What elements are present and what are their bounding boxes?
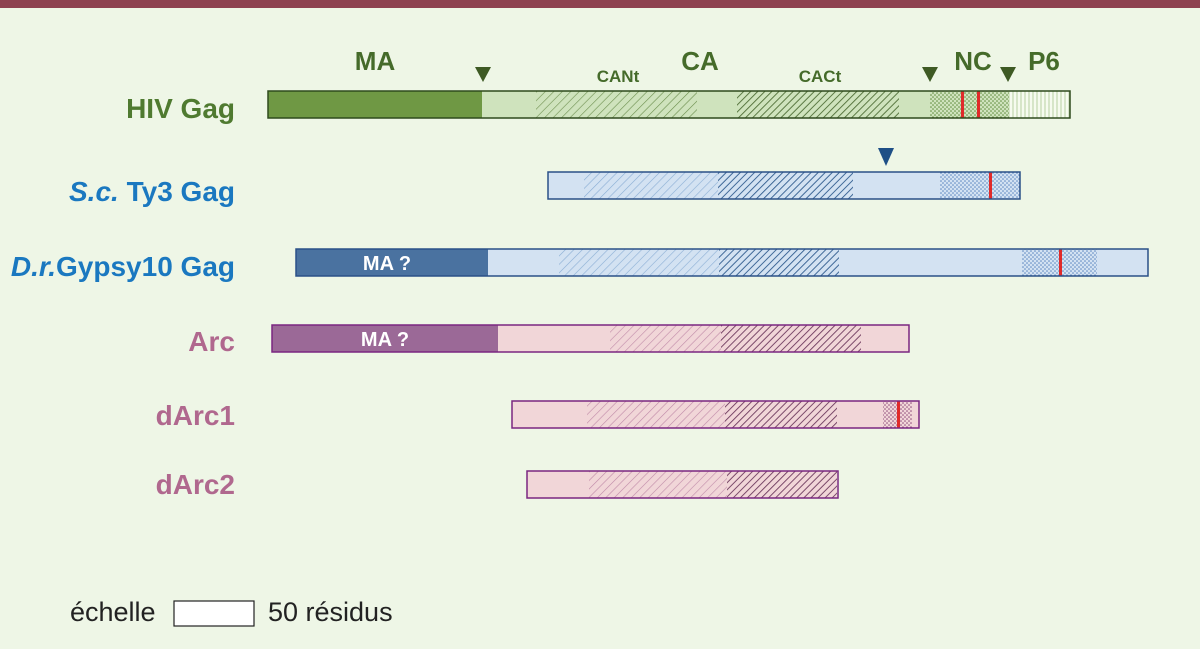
gypsy10-gag-bar: MA ? — [295, 248, 1149, 277]
cleavage-site-arrow — [475, 67, 491, 82]
ty3-gag-bar — [547, 171, 1021, 200]
row-label-darc1: dArc1 — [156, 400, 235, 431]
zinc-knuckle-mark — [1059, 249, 1062, 276]
row-label-gypsy10-gag: D.r.Gypsy10 Gag — [11, 251, 235, 282]
scale-right-label: 50 résidus — [268, 597, 393, 627]
darc1-bar — [511, 400, 920, 429]
arc-bar: MA ? — [271, 324, 910, 353]
arc-ma-label: MA ? — [361, 329, 409, 351]
gypsy10-ma-label: MA ? — [363, 253, 411, 275]
cleavage-site-arrow — [1000, 67, 1016, 82]
cleavage-site-arrow — [878, 148, 894, 166]
hiv-gag-bar — [267, 90, 1071, 119]
ca-ct-label: CACt — [799, 67, 842, 86]
row-label-ty3-gag: S.c. Ty3 Gag — [69, 176, 235, 207]
cleavage-site-arrow — [922, 67, 938, 82]
top-accent-bar — [0, 0, 1200, 8]
ca-nt-label: CANt — [597, 67, 640, 86]
zinc-knuckle-mark — [989, 172, 992, 199]
darc2-bar — [526, 470, 839, 499]
row-label-arc: Arc — [188, 326, 235, 357]
scale-left-label: échelle — [70, 597, 156, 627]
scale-bar — [173, 600, 255, 627]
nc-domain-label: NC — [954, 46, 992, 76]
row-label-hiv-gag: HIV Gag — [126, 93, 235, 124]
row-label-darc2: dArc2 — [156, 469, 235, 500]
zinc-knuckle-mark — [977, 91, 980, 118]
ma-domain-label: MA — [355, 46, 396, 76]
p6-domain-label: P6 — [1028, 46, 1060, 76]
zinc-knuckle-mark — [961, 91, 964, 118]
zinc-knuckle-mark — [897, 401, 900, 428]
ca-domain-label: CA — [681, 46, 719, 76]
